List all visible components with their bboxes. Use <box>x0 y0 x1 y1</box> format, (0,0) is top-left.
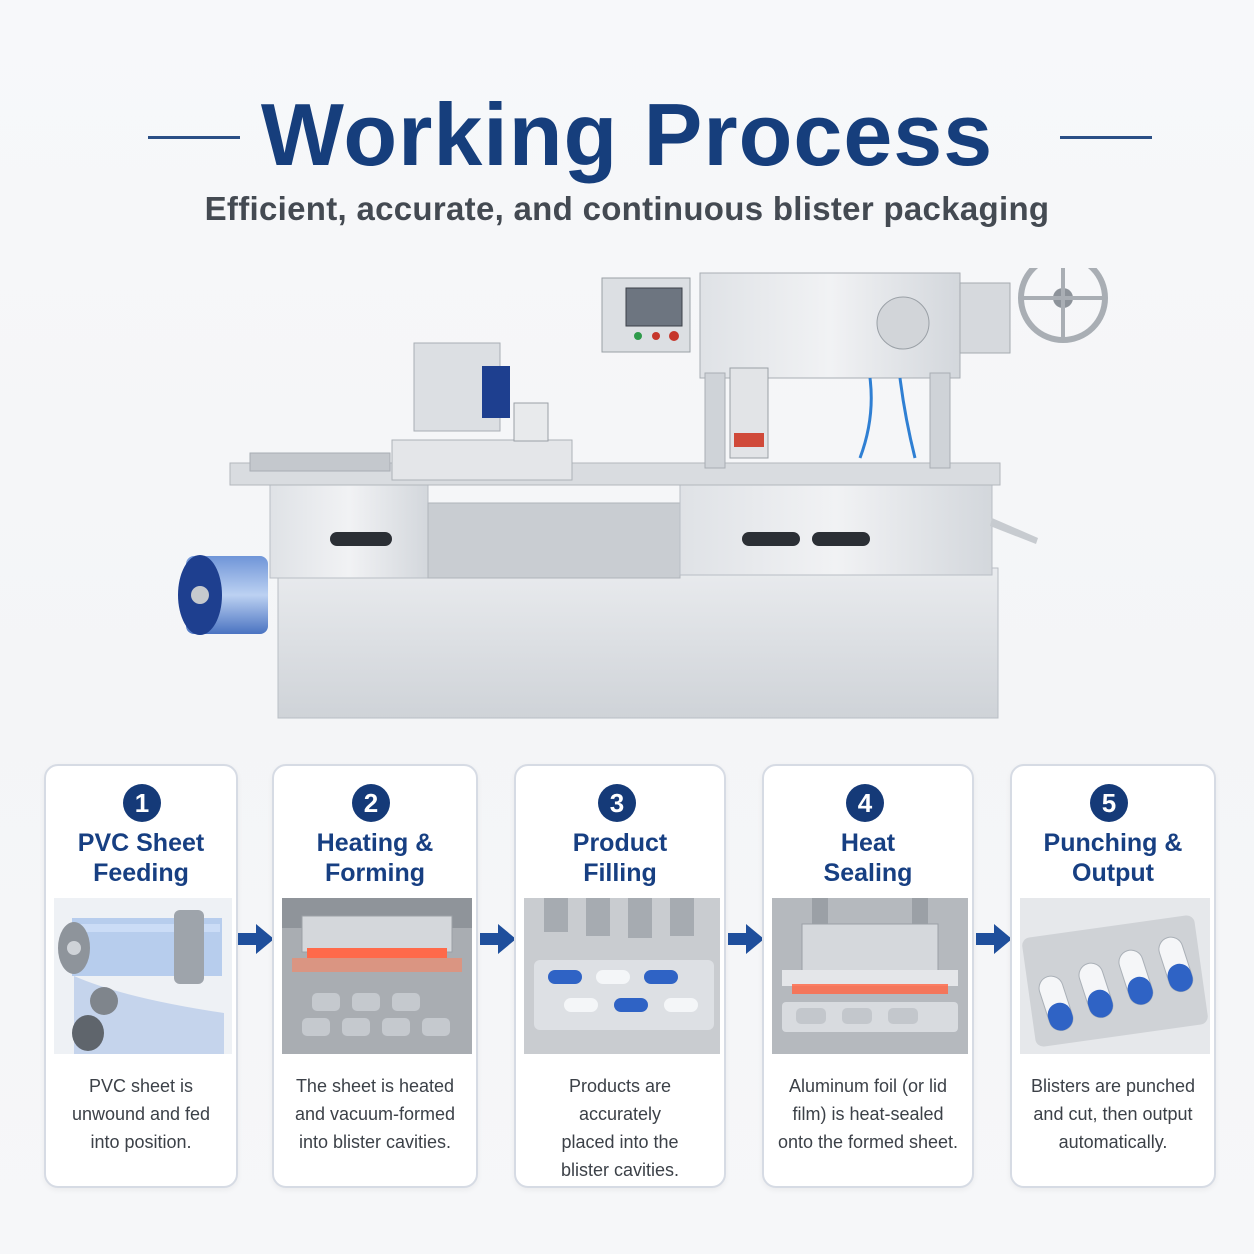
step-title-line: Filling <box>583 859 657 887</box>
arrow-right-icon <box>478 922 518 956</box>
title-rule-left <box>148 136 240 139</box>
step-title: Heating & Forming <box>274 828 476 888</box>
step-card-5: 5 Punching & Output <box>1010 764 1216 1188</box>
step-title: Heat Sealing <box>764 828 972 888</box>
step-description-line: Products are accurately <box>568 1076 672 1124</box>
step-title-line: Output <box>1072 859 1154 887</box>
filling-photo <box>524 898 720 1054</box>
step-title-line: Punching & <box>1043 829 1183 857</box>
step-description-line: automatically. <box>1058 1132 1168 1152</box>
step-description: Products are accurately placed into the … <box>526 1072 714 1184</box>
step-card-3: 3 Product Filling Products are accu <box>514 764 726 1188</box>
step-description-line: film) is heat-sealed <box>792 1104 944 1124</box>
arrow-right-icon <box>974 922 1014 956</box>
arrow-right-icon <box>726 922 766 956</box>
number-circle-icon: 4 <box>846 784 884 822</box>
step-description: PVC sheet is unwound and fed into positi… <box>56 1072 226 1156</box>
step-description-line: The sheet is heated <box>295 1076 455 1096</box>
step-description-line: into position. <box>90 1132 192 1152</box>
page-subtitle: Efficient, accurate, and continuous blis… <box>204 190 1050 227</box>
step-card-2: 2 Heating & Forming The sheet is he <box>272 764 478 1188</box>
step-title-line: Heat <box>840 829 896 857</box>
step-title-line: Heating & <box>316 829 434 857</box>
arrow-right-icon <box>236 922 276 956</box>
step-title: Punching & Output <box>1012 828 1214 888</box>
step-description: The sheet is heated and vacuum-formed in… <box>284 1072 466 1156</box>
step-description-line: onto the formed sheet. <box>777 1132 959 1152</box>
step-description-line: Blisters are punched <box>1030 1076 1196 1096</box>
step-title-line: Feeding <box>93 859 189 887</box>
step-title-line: PVC Sheet <box>77 829 205 857</box>
blister-machine-illustration <box>170 253 1120 728</box>
step-title-line: Sealing <box>823 859 913 887</box>
step-description: Blisters are punched and cut, then outpu… <box>1022 1072 1204 1156</box>
step-card-1: 1 PVC Sheet Feeding PVC sheet is unwound… <box>44 764 238 1188</box>
output-photo <box>1020 898 1210 1054</box>
step-description-line: and cut, then output <box>1033 1104 1193 1124</box>
step-description-line: placed into the <box>561 1132 679 1152</box>
step-title: Product Filling <box>516 828 724 888</box>
step-description-line: PVC sheet is <box>88 1076 194 1096</box>
step-title: PVC Sheet Feeding <box>46 828 236 888</box>
pvc-roll-photo <box>54 898 232 1054</box>
step-description-line: into blister cavities. <box>298 1132 452 1152</box>
number-circle-icon: 3 <box>598 784 636 822</box>
header: Working Process <box>0 80 1254 190</box>
sealing-photo <box>772 898 968 1054</box>
step-description: Aluminum foil (or lid film) is heat-seal… <box>774 1072 962 1156</box>
step-description-line: Aluminum foil (or lid <box>788 1076 948 1096</box>
step-title-line: Forming <box>325 859 425 887</box>
step-card-4: 4 Heat Sealing Aluminum foil (or lid fil… <box>762 764 974 1188</box>
step-description-line: unwound and fed <box>71 1104 211 1124</box>
step-title-line: Product <box>572 829 668 857</box>
page-title: Working Process <box>260 85 994 184</box>
step-description-line: blister cavities. <box>560 1160 680 1180</box>
number-circle-icon: 2 <box>352 784 390 822</box>
step-description-line: and vacuum-formed <box>294 1104 456 1124</box>
number-circle-icon: 1 <box>123 784 161 822</box>
number-circle-icon: 5 <box>1090 784 1128 822</box>
forming-photo <box>282 898 472 1054</box>
title-rule-right <box>1060 136 1152 139</box>
